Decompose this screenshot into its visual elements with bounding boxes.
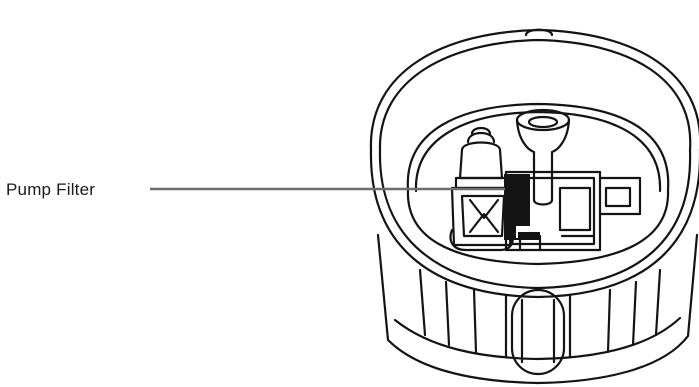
pump-filter-block bbox=[504, 174, 540, 240]
outer-basin bbox=[369, 28, 699, 299]
spout-tower bbox=[515, 108, 571, 206]
inner-ring bbox=[406, 102, 670, 266]
callout-label-pump-filter: Pump Filter bbox=[6, 180, 96, 199]
lower-base bbox=[376, 233, 699, 385]
